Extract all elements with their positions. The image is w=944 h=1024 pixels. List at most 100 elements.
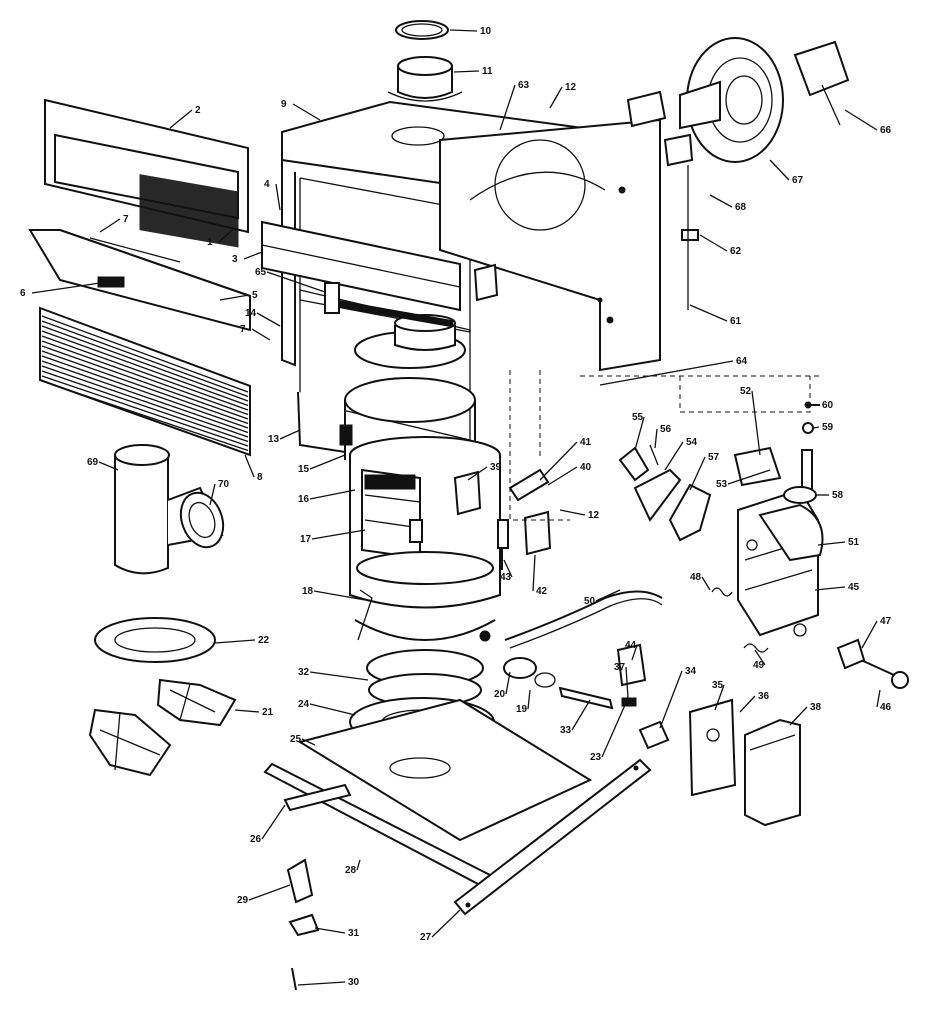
leader-line-c7b	[251, 328, 271, 341]
lower-grille-part-8	[39, 306, 251, 457]
callout-label-c53: 53	[716, 479, 728, 490]
bracket-part-64	[473, 263, 499, 302]
plug-part-43	[497, 519, 509, 549]
leader-line-c22	[214, 639, 256, 644]
callout-label-c51: 51	[848, 537, 860, 548]
callout-label-c15: 15	[298, 464, 310, 475]
leader-line-c39	[467, 466, 488, 481]
callout-label-c26: 26	[250, 834, 262, 845]
bracket-part-54	[633, 468, 682, 522]
grille-slat	[41, 355, 249, 429]
callout-label-c22: 22	[258, 635, 270, 646]
grille-slat	[41, 330, 249, 407]
leader-line-c49	[754, 649, 766, 666]
callout-label-c27: 27	[420, 932, 432, 943]
leader-line-c69	[98, 461, 119, 471]
bracket-part-65	[324, 282, 340, 314]
leader-line-c48	[701, 576, 711, 591]
callout-label-c67: 67	[792, 175, 804, 186]
leader-line-c70	[209, 483, 216, 506]
rod-part-13	[339, 424, 353, 446]
leader-line-c16	[309, 489, 356, 500]
leader-line-c64	[599, 360, 734, 386]
callout-label-c30: 30	[348, 977, 360, 988]
callout-label-c48: 48	[690, 572, 702, 583]
leader-line-c51	[817, 541, 846, 546]
callout-label-c55: 55	[632, 412, 644, 423]
grille-slat	[41, 370, 249, 443]
rear-panel-part-12	[439, 118, 661, 372]
leader-line-c62	[699, 234, 728, 252]
callout-label-c38: 38	[810, 702, 822, 713]
elbow-part-70	[179, 491, 225, 549]
callout-label-c65: 65	[255, 267, 267, 278]
callout-label-c33: 33	[560, 725, 572, 736]
callout-label-c60: 60	[822, 400, 834, 411]
callout-label-c7a: 7	[123, 214, 129, 225]
clip-part-31	[288, 913, 320, 937]
callout-label-c42: 42	[536, 586, 548, 597]
leader-line-c17	[311, 529, 366, 540]
callout-label-c63a: 63	[518, 80, 530, 91]
motor-bracket-part-66	[793, 40, 850, 126]
leader-line-c2	[169, 109, 193, 129]
switch-box-part-38	[744, 718, 801, 827]
callout-label-c64: 64	[736, 356, 748, 367]
heat-exchanger-part-15	[297, 377, 476, 460]
leader-line-c8	[244, 454, 255, 478]
callout-label-c36: 36	[758, 691, 770, 702]
bracket-part-26	[283, 783, 352, 812]
leader-line-c38	[789, 706, 808, 726]
base-plate-part-25	[297, 698, 593, 842]
leader-line-c27	[431, 909, 461, 938]
leader-line-c53	[727, 469, 771, 485]
callout-label-c41: 41	[580, 437, 592, 448]
callout-label-c23: 23	[590, 752, 602, 763]
leader-line-c55	[634, 416, 645, 451]
callout-label-c52: 52	[740, 386, 752, 397]
callout-label-c46: 46	[880, 702, 892, 713]
leader-line-c45	[814, 586, 846, 591]
leader-line-c24	[309, 703, 356, 716]
leader-line-c37	[625, 666, 629, 699]
tube-part-50	[504, 590, 663, 649]
leader-line-c26	[261, 804, 286, 840]
callout-label-c13: 13	[268, 434, 280, 445]
bracket-part-39	[453, 470, 482, 516]
leader-line-c50	[595, 589, 621, 602]
grille-slat	[41, 380, 249, 452]
callout-label-c66: 66	[880, 125, 892, 136]
grille-slat	[41, 325, 249, 402]
leader-line-c4	[275, 183, 281, 211]
leader-line-c68	[709, 194, 733, 208]
leader-line-c63a	[499, 84, 516, 131]
bracket-part-44	[616, 643, 647, 687]
callout-label-c18: 18	[302, 586, 314, 597]
leader-line-c42	[532, 554, 536, 592]
callout-label-c17: 17	[300, 534, 312, 545]
burner-base-part-18	[354, 551, 496, 642]
leader-line-c9	[292, 103, 321, 121]
leader-line-c7a	[99, 218, 121, 233]
relay-part-40	[523, 510, 552, 556]
leader-line-c66	[844, 109, 878, 131]
top-grille-part-2	[44, 98, 249, 248]
flue-collar-part-11	[387, 56, 463, 102]
callout-label-c50: 50	[584, 596, 596, 607]
leader-line-c36	[739, 695, 756, 713]
callout-label-c35: 35	[712, 680, 724, 691]
leader-line-c47	[861, 620, 878, 649]
pilot-tube-part-33	[558, 686, 614, 710]
callout-label-c43: 43	[500, 572, 512, 583]
callout-label-c7b: 7	[240, 324, 246, 335]
callout-label-c54: 54	[686, 437, 698, 448]
callout-label-c57: 57	[708, 452, 720, 463]
knob-part-34	[638, 720, 670, 750]
grille-slat	[41, 345, 249, 420]
callout-label-c68: 68	[735, 202, 747, 213]
grille-slat	[41, 340, 249, 416]
leader-line-c18	[313, 590, 366, 601]
callout-label-c31: 31	[348, 928, 360, 939]
callout-label-c70: 70	[218, 479, 230, 490]
callout-label-c39: 39	[490, 462, 502, 473]
